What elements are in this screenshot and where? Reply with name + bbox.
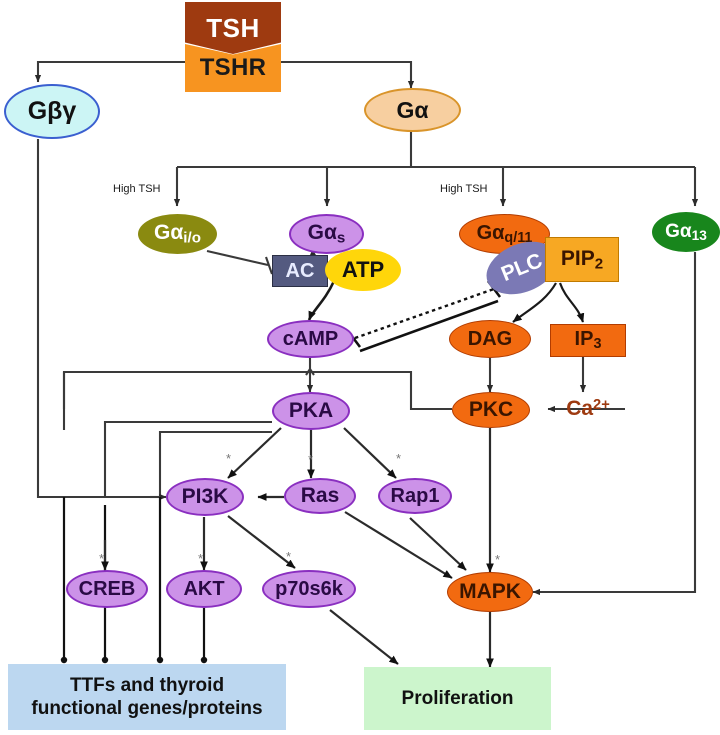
node-rap1[interactable]: Rap1: [378, 478, 452, 514]
node-plc-label: PLC: [498, 249, 546, 287]
node-ras[interactable]: Ras: [284, 478, 356, 514]
node-ac-label: AC: [285, 259, 315, 282]
outcome-proliferation-label: Proliferation: [401, 687, 514, 709]
node-ac[interactable]: AC: [272, 255, 328, 287]
node-galpha-13[interactable]: Gα13: [652, 212, 720, 252]
label-high-tsh-right: High TSH: [440, 183, 488, 195]
node-camp-label: cAMP: [282, 327, 339, 350]
node-galpha-io-label: Gαi/o: [154, 221, 201, 247]
node-mapk-label: MAPK: [459, 580, 521, 603]
node-pka-label: PKA: [288, 399, 334, 422]
asterisk-pkc-mapk: *: [495, 552, 501, 567]
node-tshr[interactable]: TSHR: [185, 44, 281, 92]
node-pi3k[interactable]: PI3K: [166, 478, 244, 516]
node-pkc[interactable]: PKC: [452, 392, 530, 428]
node-mapk[interactable]: MAPK: [447, 572, 533, 612]
node-p70s6k[interactable]: p70s6k: [262, 570, 356, 608]
asterisk-pka-creb: *: [99, 551, 105, 566]
node-creb[interactable]: CREB: [66, 570, 148, 608]
asterisk-pka-ras: *: [308, 452, 314, 467]
node-galpha-s[interactable]: Gαs: [289, 214, 364, 254]
asterisk-pi3k-akt: *: [198, 551, 204, 566]
label-high-tsh-left: High TSH: [113, 183, 161, 195]
node-pi3k-label: PI3K: [181, 485, 229, 508]
node-gbetagamma-label: Gβγ: [27, 97, 77, 125]
outcome-proliferation[interactable]: Proliferation: [364, 667, 551, 730]
node-galpha-s-label: Gαs: [307, 221, 346, 247]
node-atp[interactable]: ATP: [325, 249, 401, 291]
node-camp[interactable]: cAMP: [267, 320, 354, 358]
node-pkc-label: PKC: [468, 398, 514, 421]
node-galpha-label: Gα: [396, 96, 429, 123]
node-calcium[interactable]: Ca2+: [556, 396, 620, 422]
asterisk-pka-pi3k: *: [226, 451, 232, 466]
node-dag-label: DAG: [467, 327, 513, 350]
node-tsh[interactable]: TSH: [185, 2, 281, 54]
node-atp-label: ATP: [341, 257, 385, 282]
node-calcium-label: Ca2+: [566, 396, 610, 421]
asterisk-pka-rap1: *: [396, 451, 402, 466]
asterisk-pi3k-p70s6k: *: [286, 549, 292, 564]
node-pka[interactable]: PKA: [272, 392, 350, 430]
node-tshr-label: TSHR: [199, 54, 267, 81]
node-gbetagamma[interactable]: Gβγ: [4, 84, 100, 139]
node-pip2-label: PIP2: [560, 246, 604, 273]
node-akt-label: AKT: [183, 577, 225, 600]
outcome-ttfs-line1: TTFs and thyroid: [69, 674, 225, 696]
node-pip2[interactable]: PIP2: [545, 237, 619, 282]
node-akt[interactable]: AKT: [166, 570, 242, 608]
node-ras-label: Ras: [300, 484, 340, 507]
outcome-ttfs[interactable]: TTFs and thyroid functional genes/protei…: [8, 664, 286, 730]
outcome-ttfs-line2: functional genes/proteins: [31, 698, 263, 719]
node-creb-label: CREB: [78, 577, 136, 600]
node-galpha-13-label: Gα13: [665, 221, 707, 243]
node-ip3-label: IP3: [574, 328, 602, 353]
node-dag[interactable]: DAG: [449, 320, 531, 358]
node-rap1-label: Rap1: [390, 484, 440, 507]
node-tsh-label: TSH: [206, 12, 260, 43]
node-galpha[interactable]: Gα: [364, 88, 461, 132]
node-ip3[interactable]: IP3: [550, 324, 626, 357]
node-p70s6k-label: p70s6k: [275, 577, 343, 600]
node-galpha-io[interactable]: Gαi/o: [138, 214, 217, 254]
